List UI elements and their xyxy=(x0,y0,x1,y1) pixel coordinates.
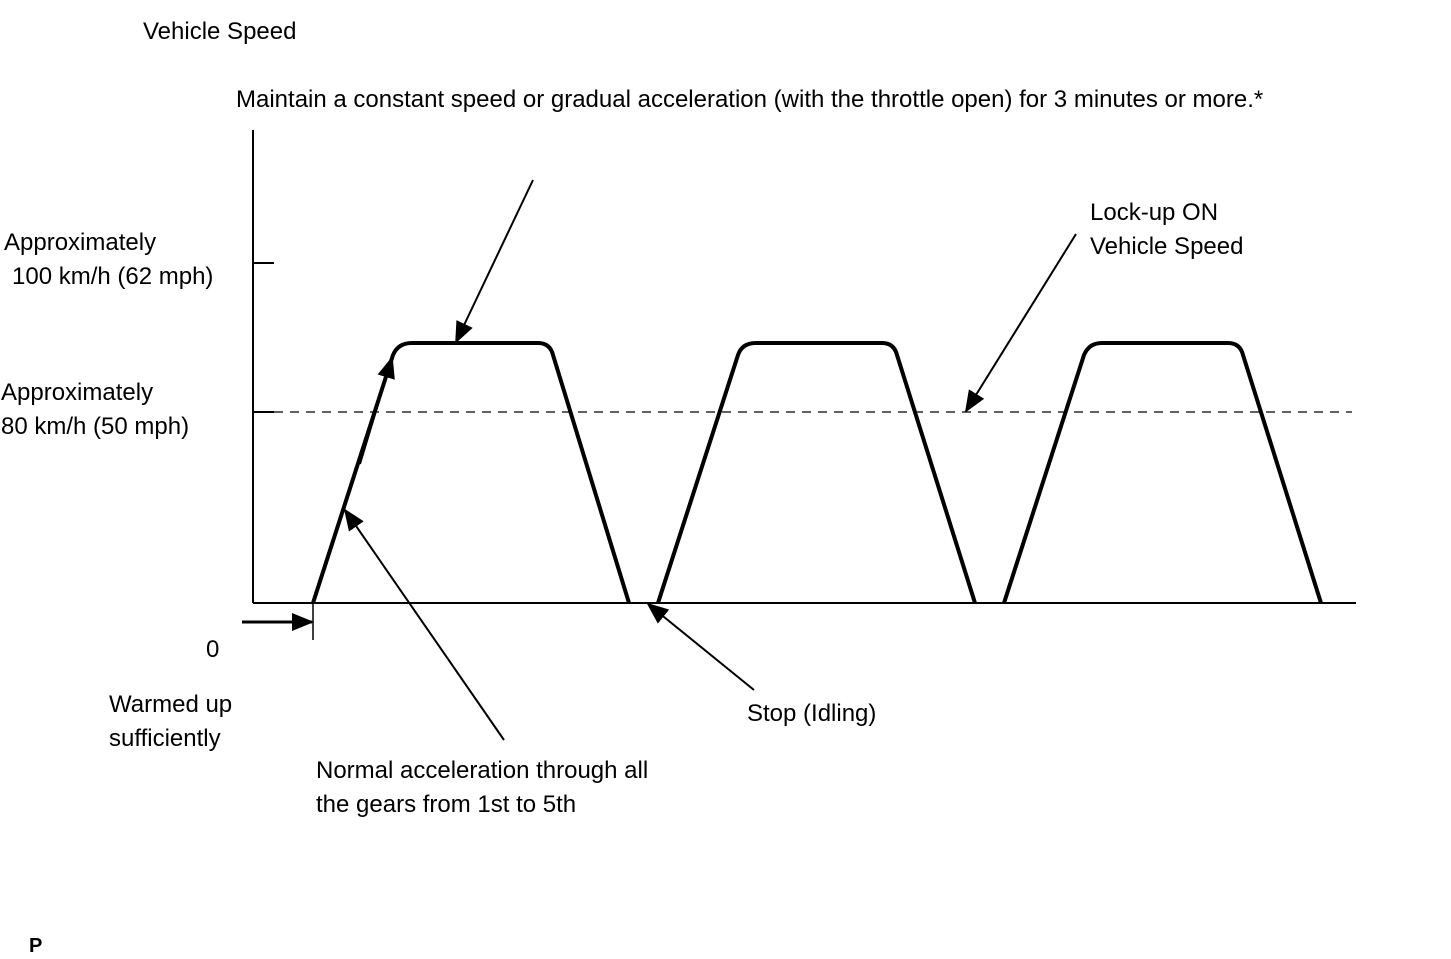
lockup-label-line1: Lock-up ON xyxy=(1090,199,1219,226)
lockup-label-line2: Vehicle Speed xyxy=(1090,233,1244,260)
constant-speed-annotation: Maintain a constant speed or gradual acc… xyxy=(236,86,1264,113)
y-label-80-line1: Approximately xyxy=(1,379,154,406)
warmed-up-label: Warmed up sufficiently xyxy=(109,688,232,756)
normal-accel-label: Normal acceleration through all the gear… xyxy=(316,754,648,822)
lockup-label: Lock-up ON Vehicle Speed xyxy=(1090,196,1243,264)
constant-speed-arrow xyxy=(455,179,534,344)
y-label-100-line2: 100 km/h (62 mph) xyxy=(12,263,214,290)
warmed-up-line2: sufficiently xyxy=(109,725,221,752)
stop-idling-label: Stop (Idling) xyxy=(747,700,877,727)
y-label-80: Approximately 80 km/h (50 mph) xyxy=(1,376,189,444)
normal-accel-line1: Normal acceleration through all xyxy=(316,757,649,784)
normal-accel-arrow xyxy=(343,508,505,741)
stop-idling-arrow xyxy=(646,602,755,691)
y-label-100: Approximately 100 km/h (62 mph) xyxy=(4,226,213,294)
zero-label: 0 xyxy=(206,636,220,663)
diagram-title: Vehicle Speed xyxy=(143,18,297,45)
corner-mark: P xyxy=(29,935,43,957)
warmed-up-line1: Warmed up xyxy=(109,691,233,718)
lockup-arrow xyxy=(964,233,1077,413)
speed-cycle-1 xyxy=(311,341,631,604)
y-label-80-line2: 80 km/h (50 mph) xyxy=(1,413,190,440)
normal-accel-line2: the gears from 1st to 5th xyxy=(316,791,577,818)
speed-cycle-3 xyxy=(1002,341,1323,604)
speed-cycle-2 xyxy=(656,341,977,604)
y-label-100-line1: Approximately xyxy=(4,229,157,256)
accel-direction-arrow xyxy=(359,356,395,465)
